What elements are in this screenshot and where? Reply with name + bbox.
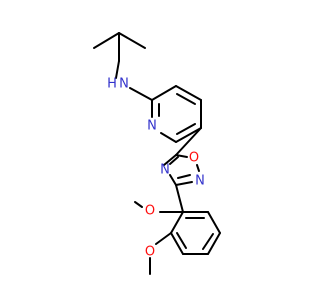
bond-c5ox-o1 (175, 154, 188, 158)
bond-ch2-nh (115, 60, 120, 79)
bond-o-upper-methyl (134, 201, 143, 208)
bond-ch-methyl-b (118, 32, 146, 49)
bond-n4-c5ox-double (169, 156, 179, 165)
bond-o1-n2 (196, 164, 200, 172)
bond-ph6-ph1 (170, 211, 184, 234)
bond-nh-c2 (129, 87, 153, 101)
bond-ph5-ph6-double (176, 232, 187, 249)
bond-ph2-ph3 (207, 211, 221, 234)
bond-ph5-ph6 (170, 232, 184, 255)
bond-c3ox-n4 (169, 174, 177, 186)
bond-n2-c3ox (175, 181, 193, 186)
bond-c5-oxadiazole (175, 127, 202, 156)
methoxy-oxygen-lower-label: O (145, 245, 155, 260)
bond-c6-n1 (160, 132, 177, 143)
amine-nitrogen-label: N (119, 77, 129, 92)
bond-n2-c3ox-double (177, 174, 191, 179)
bond-c5-c6 (175, 127, 202, 143)
bond-c3-c4-double (176, 93, 196, 105)
bond-methyl-a-ch (93, 32, 120, 49)
bond-c3ox-phenyl (175, 184, 184, 213)
molecule-canvas: N H N O N N O O (93, 32, 221, 275)
oxadiazole-nitrogen-2-label: N (195, 174, 205, 189)
molecule-structure: N H N O N N O O (93, 32, 221, 275)
oxadiazole-oxygen-label: O (189, 151, 199, 166)
bond-ph6-o-lower (155, 232, 172, 245)
amine-hydrogen-label: H (107, 77, 117, 92)
methoxy-oxygen-upper-label: O (145, 204, 155, 219)
bond-c2-c3 (151, 85, 177, 101)
atom-labels: N H N O N N O O (107, 77, 205, 260)
oxadiazole-nitrogen-4-label: N (160, 163, 170, 178)
bond-n4-c5ox (163, 154, 177, 166)
bond-ph3-ph4 (207, 232, 221, 255)
bond-ph3-ph4-double (202, 233, 214, 250)
bond-c3-c4 (175, 85, 202, 101)
bonds (93, 32, 221, 275)
bond-c5-c6-double (176, 123, 196, 135)
pyridine-nitrogen-label: N (147, 119, 157, 134)
